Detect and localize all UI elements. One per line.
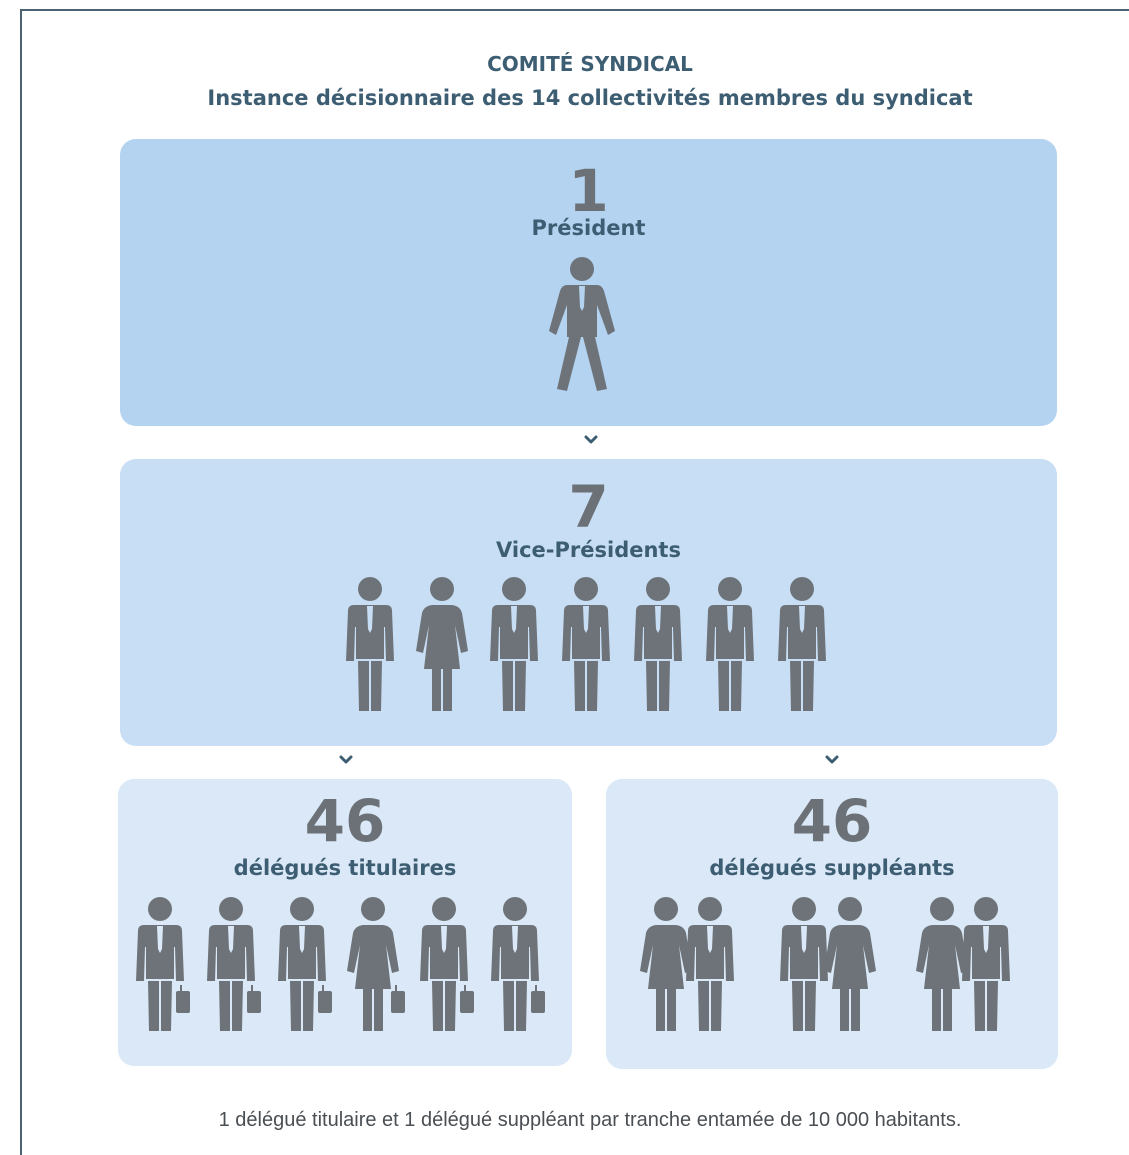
- vice-presidents-box: 7 Vice-Présidents: [120, 459, 1057, 746]
- titulaires-figures: [130, 897, 547, 1035]
- businessman-icon: [136, 897, 190, 1031]
- man-icon: [562, 577, 610, 711]
- businessman-icon: [278, 897, 332, 1031]
- woman-icon: [416, 577, 468, 711]
- man-icon: [778, 577, 826, 711]
- suppleants-count: 46: [791, 787, 873, 855]
- person-walking-icon: [549, 257, 615, 391]
- vice-presidents-figures: [340, 577, 832, 715]
- man-icon: [706, 577, 754, 711]
- suppleants-label: délégués suppléants: [709, 856, 955, 880]
- businessman-icon: [207, 897, 261, 1031]
- footnote: 1 délégué titulaire et 1 délégué suppléa…: [218, 1109, 962, 1131]
- president-box: 1 Président: [120, 139, 1057, 426]
- titulaires-box: 46 délégués titulaires: [118, 779, 572, 1066]
- suppleants-box: 46 délégués suppléants: [606, 779, 1058, 1069]
- frame-left-border: [20, 9, 22, 1155]
- couple-icon: [780, 897, 876, 1031]
- diagram-subtitle: Instance décisionnaire des 14 collectivi…: [207, 86, 973, 110]
- frame-top-border: [20, 9, 1129, 11]
- chevron-down-icon: [584, 435, 598, 444]
- businessman-icon: [420, 897, 474, 1031]
- businessman-icon: [491, 897, 545, 1031]
- diagram-title: COMITÉ SYNDICAL: [487, 52, 693, 76]
- man-icon: [490, 577, 538, 711]
- vice-presidents-label: Vice-Présidents: [496, 538, 681, 562]
- man-icon: [634, 577, 682, 711]
- president-figures: [547, 257, 617, 395]
- titulaires-count: 46: [304, 787, 386, 855]
- couple-icon: [640, 897, 734, 1031]
- businesswoman-icon: [347, 897, 405, 1031]
- vice-presidents-count: 7: [568, 473, 609, 541]
- man-icon: [346, 577, 394, 711]
- president-label: Président: [531, 216, 646, 240]
- chevron-down-icon: [339, 755, 353, 764]
- president-count: 1: [568, 157, 609, 225]
- couple-icon: [916, 897, 1010, 1031]
- suppleants-figures: [636, 897, 1016, 1035]
- titulaires-label: délégués titulaires: [233, 856, 457, 880]
- chevron-down-icon: [825, 755, 839, 764]
